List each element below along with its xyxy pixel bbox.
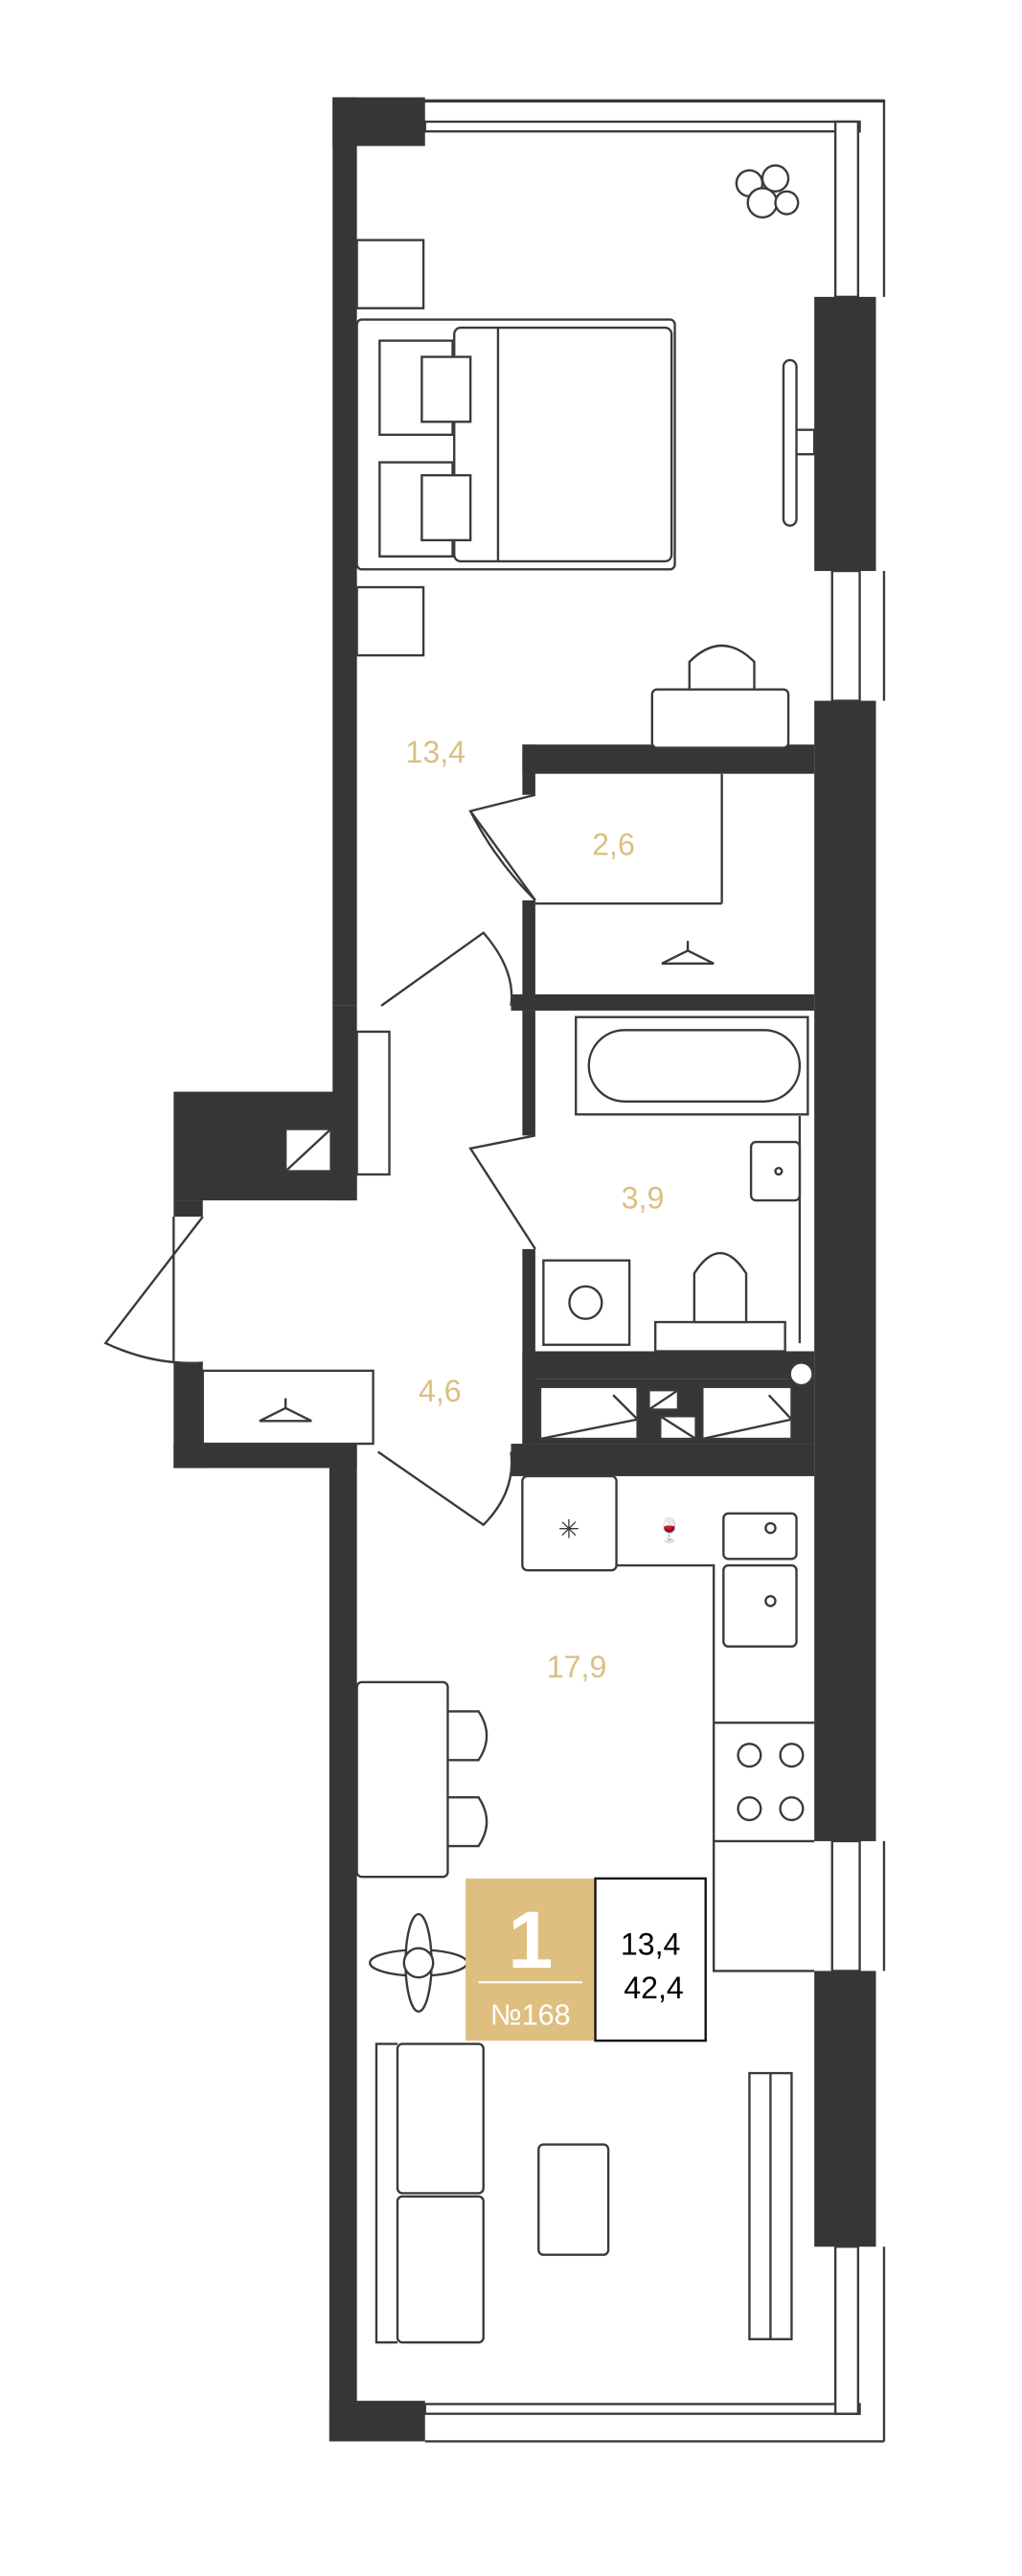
- apartment-number: №168: [490, 1998, 571, 2031]
- hanger-icon: [259, 1398, 312, 1423]
- hallway-furniture: [201, 1030, 391, 1446]
- doors: [103, 793, 536, 1527]
- hanger-icon: [661, 941, 715, 966]
- area-label-hallway: 4,6: [419, 1374, 462, 1408]
- svg-text:✳: ✳: [558, 1514, 580, 1543]
- area-label-kitchen-living: 17,9: [547, 1650, 607, 1684]
- svg-text:🍷: 🍷: [655, 1516, 684, 1543]
- room-count: 1: [508, 1894, 553, 1985]
- area-label-bedroom: 13,4: [405, 735, 466, 769]
- wardrobe: [534, 773, 723, 966]
- bedroom-furniture: [355, 164, 816, 749]
- apartment-badge: 1 №168 13,4 42,4: [466, 1877, 707, 2042]
- bathroom-fixtures: [542, 1015, 809, 1353]
- area-label-wardrobe: 2,6: [592, 827, 635, 861]
- total-area: 42,4: [624, 1971, 684, 2005]
- window-right-2: [830, 1839, 886, 1972]
- window-top: [423, 99, 886, 299]
- kitchen-furniture: ✳ 🍷: [355, 1474, 815, 2344]
- living-area: 13,4: [621, 1926, 681, 1961]
- window-right-1: [830, 569, 886, 702]
- window-bottom: [423, 2245, 886, 2443]
- area-label-bathroom: 3,9: [622, 1181, 665, 1216]
- shafts: [284, 1128, 814, 1441]
- plant-icon: [368, 1912, 468, 2013]
- plant-icon: [735, 164, 800, 219]
